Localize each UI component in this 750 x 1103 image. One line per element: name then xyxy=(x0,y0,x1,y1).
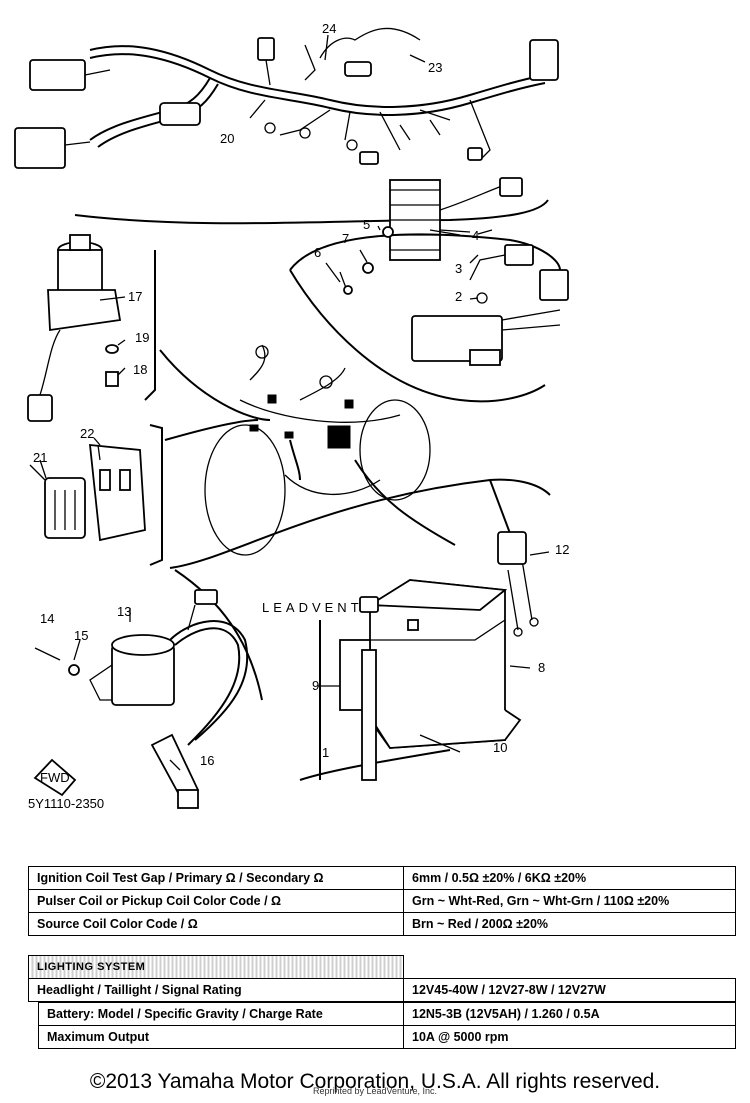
spec-label: Pulser Coil or Pickup Coil Color Code / … xyxy=(28,889,404,913)
callout-15: 15 xyxy=(74,628,88,643)
diagram-code: 5Y1110-2350 xyxy=(28,796,104,811)
table-row: Headlight / Taillight / Signal Rating 12… xyxy=(28,978,736,1002)
table-header-row: LIGHTING SYSTEM xyxy=(28,955,736,979)
bolts-and-washers xyxy=(339,226,394,295)
callout-6: 6 xyxy=(314,245,321,260)
cdi-unit xyxy=(289,229,569,403)
ignition-coil xyxy=(34,589,249,809)
table-row: Source Coil Color Code / Ω Brn ~ Red / 2… xyxy=(28,912,736,936)
header-spacer xyxy=(403,955,736,979)
callout-5: 5 xyxy=(363,217,370,232)
callout-19: 19 xyxy=(135,330,149,345)
spec-value: 12N5-3B (12V5AH) / 1.260 / 0.5A xyxy=(403,1002,736,1026)
callout-1: 1 xyxy=(322,745,329,760)
lighting-spec-table: LIGHTING SYSTEM Headlight / Taillight / … xyxy=(28,955,736,1002)
main-switch xyxy=(27,234,156,422)
fwd-label: FWD xyxy=(40,770,70,785)
spec-label: Source Coil Color Code / Ω xyxy=(28,912,404,936)
flasher-relay xyxy=(29,424,163,566)
spec-value: Grn ~ Wht-Red, Grn ~ Wht-Grn / 110Ω ±20% xyxy=(403,889,736,913)
callout-14: 14 xyxy=(40,611,54,626)
table-row: Ignition Coil Test Gap / Primary Ω / Sec… xyxy=(28,866,736,890)
spec-value: 6mm / 0.5Ω ±20% / 6KΩ ±20% xyxy=(403,866,736,890)
spec-value: 10A @ 5000 rpm xyxy=(403,1025,736,1049)
spec-value: 12V45-40W / 12V27-8W / 12V27W xyxy=(403,978,736,1002)
callout-7: 7 xyxy=(342,231,349,246)
spec-label: Maximum Output xyxy=(38,1025,404,1049)
callout-20: 20 xyxy=(220,131,234,146)
callout-3: 3 xyxy=(455,261,462,276)
ignition-spec-table: Ignition Coil Test Gap / Primary Ω / Sec… xyxy=(28,866,736,936)
reprint-notice: Reprinted by LeadVenture, Inc. xyxy=(312,1086,438,1096)
callout-18: 18 xyxy=(133,362,147,377)
callouts: 24 23 20 4 5 7 6 3 2 17 19 18 22 21 12 1… xyxy=(28,21,569,811)
battery-spec-table: Battery: Model / Specific Gravity / Char… xyxy=(38,1002,736,1049)
callout-13: 13 xyxy=(117,604,131,619)
spec-value: Brn ~ Red / 200Ω ±20% xyxy=(403,912,736,936)
wire-harness xyxy=(14,27,559,225)
callout-23: 23 xyxy=(428,60,442,75)
spec-label: Headlight / Taillight / Signal Rating xyxy=(28,978,404,1002)
rectifier-regulator xyxy=(389,177,523,261)
callout-9: 9 xyxy=(312,678,319,693)
callout-2: 2 xyxy=(455,289,462,304)
callout-4: 4 xyxy=(472,228,479,243)
battery-group xyxy=(169,478,551,781)
table-row: Pulser Coil or Pickup Coil Color Code / … xyxy=(28,889,736,913)
callout-16: 16 xyxy=(200,753,214,768)
spec-label: Battery: Model / Specific Gravity / Char… xyxy=(38,1002,404,1026)
callout-22: 22 xyxy=(80,426,94,441)
callout-17: 17 xyxy=(128,289,142,304)
fwd-arrow: FWD xyxy=(33,758,77,797)
spec-label: Ignition Coil Test Gap / Primary Ω / Sec… xyxy=(28,866,404,890)
table-row: Battery: Model / Specific Gravity / Char… xyxy=(38,1002,736,1026)
parts-diagram: LEADVENTURES xyxy=(14,21,569,811)
callout-10: 10 xyxy=(493,740,507,755)
callout-21: 21 xyxy=(33,450,47,465)
lighting-system-header: LIGHTING SYSTEM xyxy=(28,955,404,979)
callout-24: 24 xyxy=(322,21,336,36)
callout-8: 8 xyxy=(538,660,545,675)
table-row: Maximum Output 10A @ 5000 rpm xyxy=(38,1025,736,1049)
callout-12: 12 xyxy=(555,542,569,557)
leader-lines xyxy=(39,34,550,771)
copyright-notice: ©2013 Yamaha Motor Corporation, U.S.A. A… xyxy=(89,1070,661,1093)
